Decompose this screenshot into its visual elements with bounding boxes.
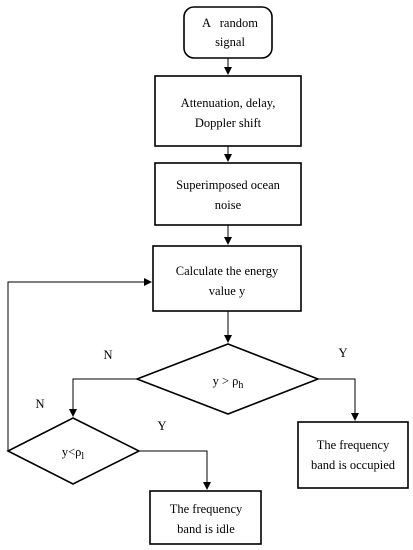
decision-low-node-label: y<ρl: [62, 445, 85, 462]
edge-decision-high-no: [69, 378, 137, 417]
occupied-node-label-line2: band is occupied: [311, 458, 396, 472]
edge-label-high-yes: Y: [338, 346, 347, 360]
noise-node: [154, 162, 302, 226]
decision-high-node-label: y > ρh: [213, 374, 244, 391]
edge-decision-high-yes: [318, 378, 359, 421]
start-node-label-line2: signal: [215, 35, 245, 49]
noise-node-label-line2: noise: [215, 198, 242, 212]
attenuation-node-label-line1: Attenuation, delay,: [181, 96, 276, 110]
decision-low-node: [6, 417, 141, 485]
decision-high-node: [134, 343, 321, 415]
decision-low-main-text: y<ρ: [62, 445, 82, 459]
attenuation-node: [154, 75, 302, 147]
idle-node-label-line2: band is idle: [177, 522, 235, 536]
start-node-label-line1: A random: [202, 16, 258, 30]
energy-node-label-line1: Calculate the energy: [176, 264, 279, 278]
edge-label-low-no: N: [35, 397, 44, 411]
start-node: [183, 6, 273, 59]
occupied-node-label-line1: The frequency: [317, 438, 390, 452]
attenuation-node-label-line2: Doppler shift: [195, 116, 262, 130]
occupied-node: [297, 421, 409, 489]
idle-node-label-line1: The frequency: [170, 502, 243, 516]
edge-label-low-yes: Y: [157, 419, 166, 433]
decision-high-main-text: y > ρ: [213, 374, 239, 388]
noise-node-label-line1: Superimposed ocean: [176, 178, 281, 192]
edge-decision-low-loop-back: [7, 278, 152, 451]
energy-node-label-line2: value y: [209, 284, 246, 298]
decision-low-subscript: l: [81, 451, 84, 462]
edge-label-high-no: N: [103, 348, 112, 362]
energy-node: [152, 245, 302, 312]
decision-high-subscript: h: [238, 380, 243, 391]
edge-decision-low-yes: [139, 450, 211, 490]
idle-node: [149, 490, 262, 545]
